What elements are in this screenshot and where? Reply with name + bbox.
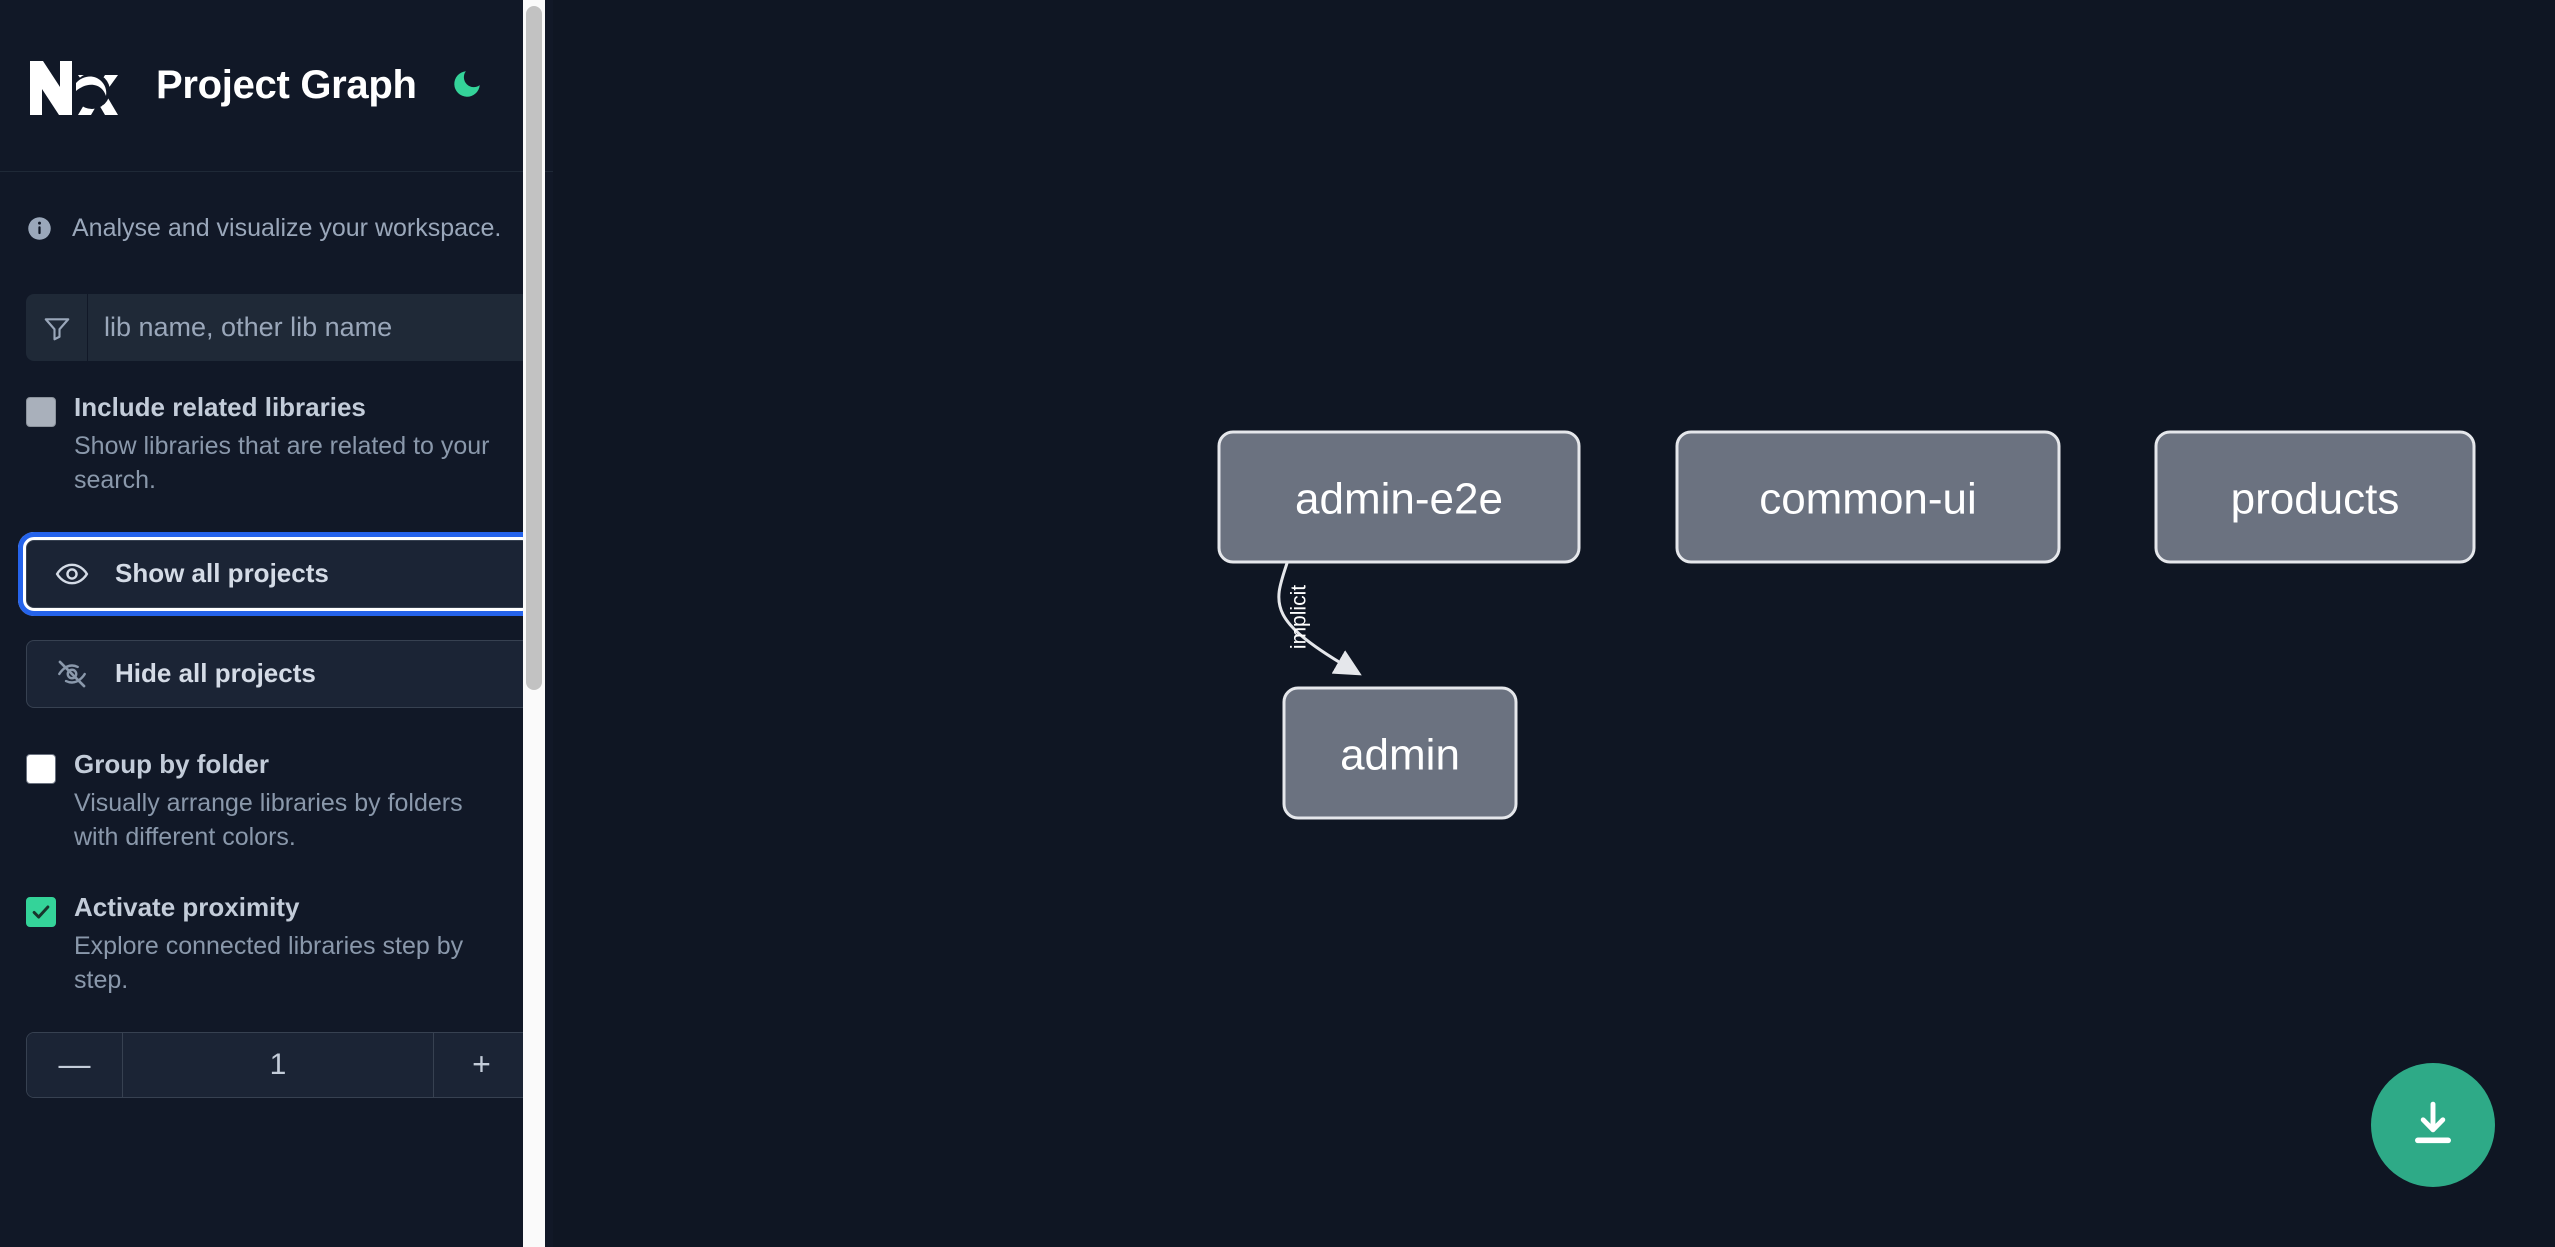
graph-node-label: common-ui [1759,475,1977,524]
group-by-folder-label: Group by folder [74,748,269,779]
activate-proximity-label: Activate proximity [74,891,300,922]
hide-all-projects-label: Hide all projects [115,658,316,689]
graph-node[interactable]: products [2154,430,2476,564]
show-all-projects-label: Show all projects [115,558,329,589]
proximity-decrement-button[interactable]: — [27,1032,123,1097]
group-by-folder-checkbox[interactable] [26,753,56,784]
graph-canvas[interactable]: implicitimplicit admin-e2e common-ui produ… [556,0,2555,1247]
sidebar-divider [553,0,556,1247]
theme-toggle-button[interactable] [445,64,489,108]
group-by-folder-description: Visually arrange libraries by folders wi… [74,788,463,852]
sidebar-body: Include related libraries Show libraries… [0,294,556,1098]
include-related-libraries-checkbox[interactable] [26,397,56,427]
graph-svg: implicitimplicit admin-e2ecommon-uiprodu… [1217,430,2476,820]
app-title: Project Graph [156,63,417,107]
graph-node[interactable]: admin-e2e [1217,430,1581,564]
graph-node-label: admin [1340,731,1460,780]
graph-nodes: admin-e2ecommon-uiproductsstore-e2eadmin… [1217,430,2476,820]
option-include-related-libraries[interactable]: Include related libraries Show libraries… [26,392,530,498]
proximity-increment-button[interactable]: + [433,1032,529,1097]
graph-node[interactable]: common-ui [1675,430,2061,564]
tagline-text: Analyse and visualize your workspace. [72,213,502,242]
download-graph-button[interactable] [2371,1063,2495,1187]
search-filter [26,294,530,361]
moon-icon [450,67,484,104]
proximity-stepper: — 1 + [26,1031,530,1098]
hide-all-projects-button[interactable]: Hide all projects [26,639,530,708]
proximity-value: 1 [123,1032,433,1097]
sidebar: Project Graph Analyse and visualize your… [0,0,556,1247]
sidebar-tagline: Analyse and visualize your workspace. [0,172,556,284]
info-icon [26,215,53,242]
graph-edge-label: implicit [1288,585,1311,649]
eye-off-icon [55,657,95,691]
show-all-projects-button[interactable]: Show all projects [18,531,538,616]
option-activate-proximity[interactable]: Activate proximity Explore connected lib… [26,891,530,998]
sidebar-scrollbar-thumb[interactable] [526,6,542,690]
graph-node[interactable]: admin [1282,686,1518,820]
include-related-libraries-description: Show libraries that are related to your … [74,431,490,495]
graph-edges: implicitimplicit [1277,561,1362,676]
download-icon [2405,1096,2461,1155]
graph-node-label: products [2231,475,2400,524]
activate-proximity-checkbox[interactable] [26,896,56,927]
filter-icon[interactable] [26,294,88,361]
sidebar-header: Project Graph [0,0,556,172]
graph-edge[interactable]: implicit [1277,561,1362,676]
search-input[interactable] [88,294,530,361]
nx-logo-icon [26,53,124,119]
option-group-by-folder[interactable]: Group by folder Visually arrange librari… [26,748,530,855]
include-related-libraries-label: Include related libraries [74,392,366,422]
activate-proximity-description: Explore connected libraries step by step… [74,931,464,995]
eye-icon [55,557,95,591]
graph-node-label: admin-e2e [1295,475,1503,524]
